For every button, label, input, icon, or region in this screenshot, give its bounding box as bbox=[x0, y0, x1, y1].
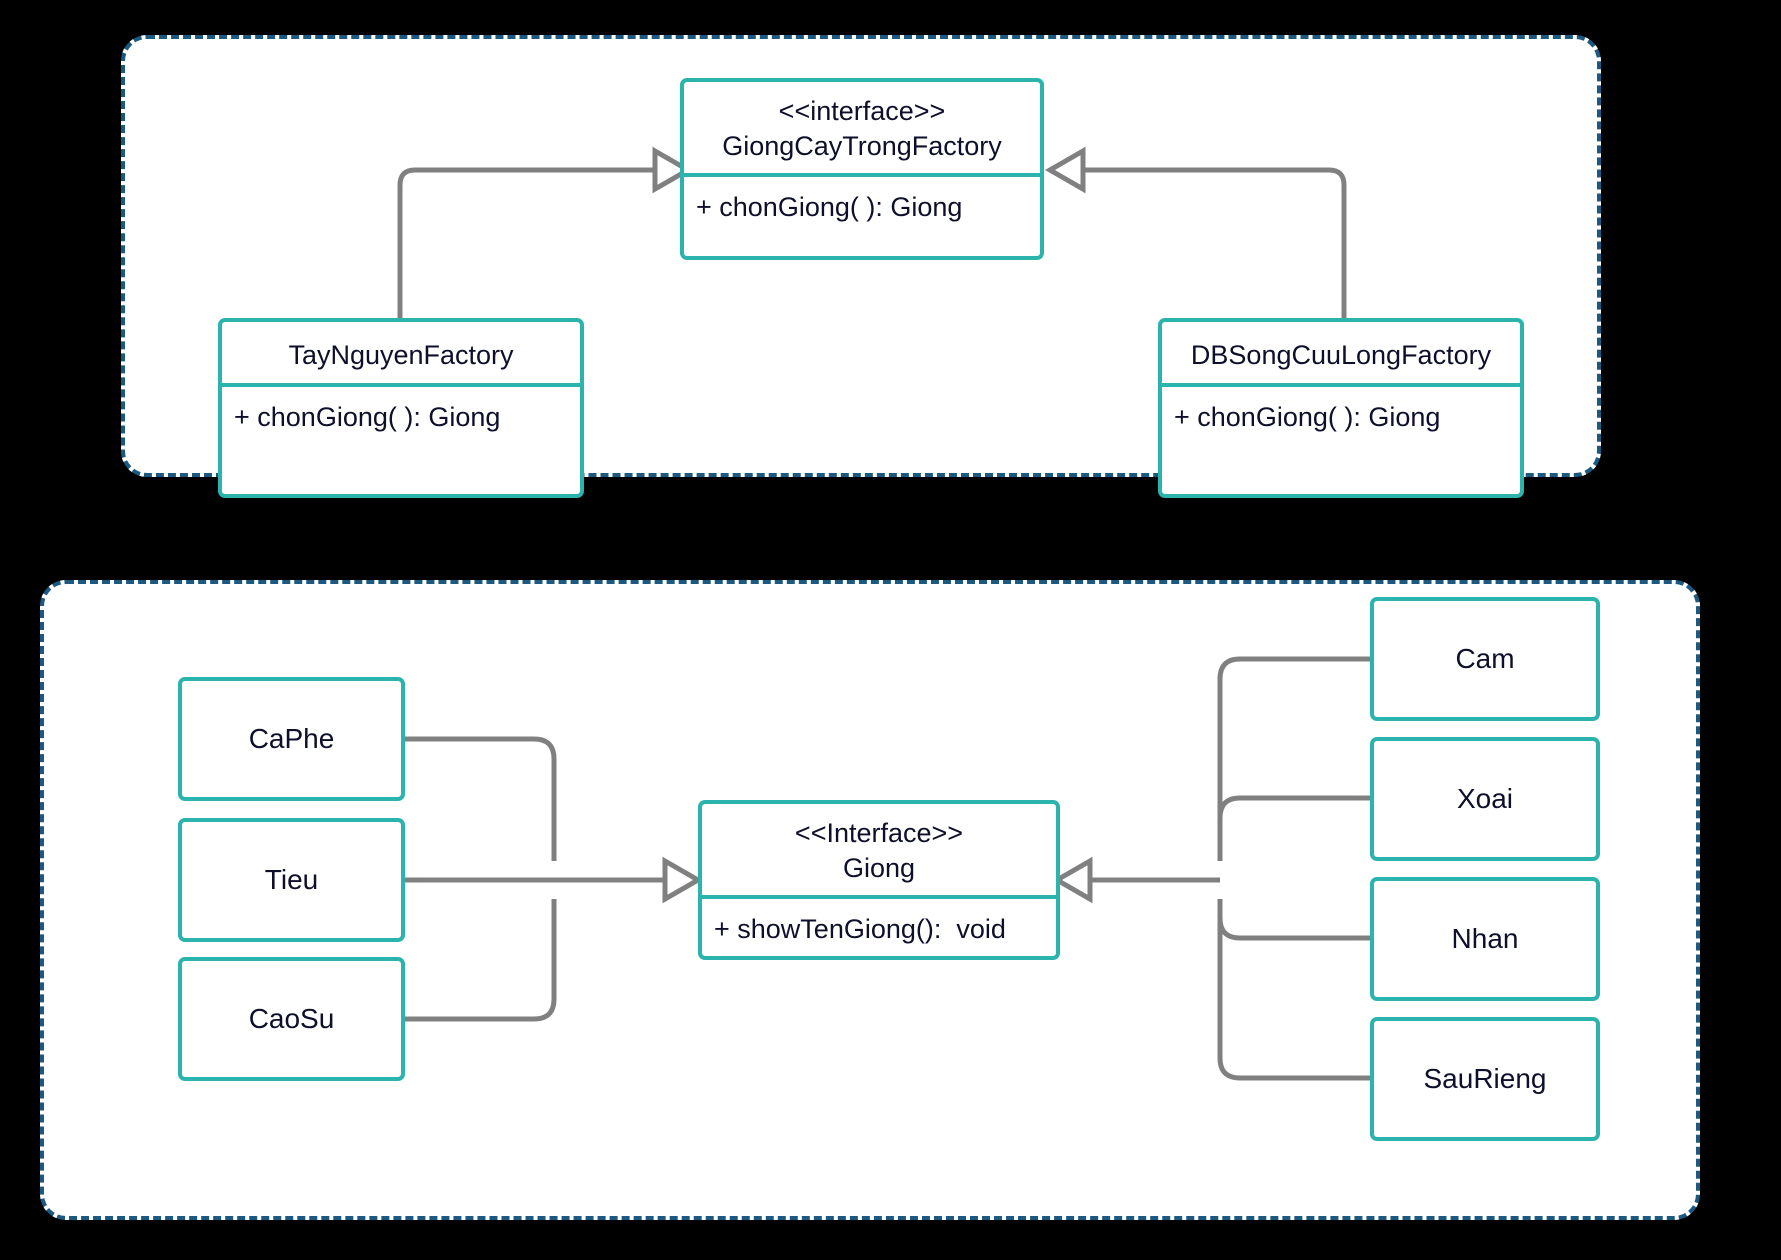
giong-header: <<Interface>> Giong bbox=[702, 804, 1056, 895]
class-box-saurieng[interactable]: SauRieng bbox=[1370, 1017, 1600, 1141]
giong-stereotype: <<Interface>> bbox=[794, 818, 964, 848]
giong-title: Giong bbox=[842, 852, 916, 883]
class-box-caosu[interactable]: CaoSu bbox=[178, 957, 405, 1081]
taynguyenfactory-method: + chonGiong( ): Giong bbox=[234, 401, 501, 432]
class-box-xoai[interactable]: Xoai bbox=[1370, 737, 1600, 861]
taynguyenfactory-divider bbox=[222, 382, 580, 387]
class-box-giongcaytrongfactory[interactable]: <<interface>> GiongCayTrongFactory + cho… bbox=[680, 78, 1044, 260]
class-box-caphe[interactable]: CaPhe bbox=[178, 677, 405, 801]
giong-divider bbox=[702, 895, 1056, 900]
giongcaytrongfactory-stereotype: <<interface>> bbox=[778, 96, 946, 126]
giongcaytrongfactory-divider bbox=[684, 173, 1040, 178]
giong-method: + showTenGiong(): void bbox=[714, 914, 1006, 945]
nhan-label: Nhan bbox=[1451, 923, 1519, 954]
dbsongcuulongfactory-title: DBSongCuuLongFactory bbox=[1190, 340, 1492, 370]
class-box-taynguyenfactory[interactable]: TayNguyenFactory + chonGiong( ): Giong bbox=[218, 318, 584, 498]
class-box-giong[interactable]: <<Interface>> Giong + showTenGiong(): vo… bbox=[698, 800, 1060, 960]
class-box-cam[interactable]: Cam bbox=[1370, 597, 1600, 721]
xoai-label: Xoai bbox=[1456, 783, 1514, 814]
giongcaytrongfactory-header: <<interface>> GiongCayTrongFactory bbox=[684, 82, 1040, 173]
dbsongcuulongfactory-divider bbox=[1162, 382, 1520, 387]
tieu-label: Tieu bbox=[264, 864, 319, 895]
giongcaytrongfactory-title: GiongCayTrongFactory bbox=[722, 130, 1002, 161]
caphe-label: CaPhe bbox=[248, 723, 335, 754]
class-box-tieu[interactable]: Tieu bbox=[178, 818, 405, 942]
giongcaytrongfactory-method: + chonGiong( ): Giong bbox=[696, 192, 963, 223]
taynguyenfactory-title: TayNguyenFactory bbox=[288, 340, 514, 370]
cam-label: Cam bbox=[1455, 643, 1515, 674]
class-box-nhan[interactable]: Nhan bbox=[1370, 877, 1600, 1001]
saurieng-label: SauRieng bbox=[1423, 1063, 1547, 1094]
class-box-dbsongcuulongfactory[interactable]: DBSongCuuLongFactory + chonGiong( ): Gio… bbox=[1158, 318, 1524, 498]
dbsongcuulongfactory-method: + chonGiong( ): Giong bbox=[1174, 401, 1441, 432]
caosu-label: CaoSu bbox=[248, 1003, 335, 1034]
